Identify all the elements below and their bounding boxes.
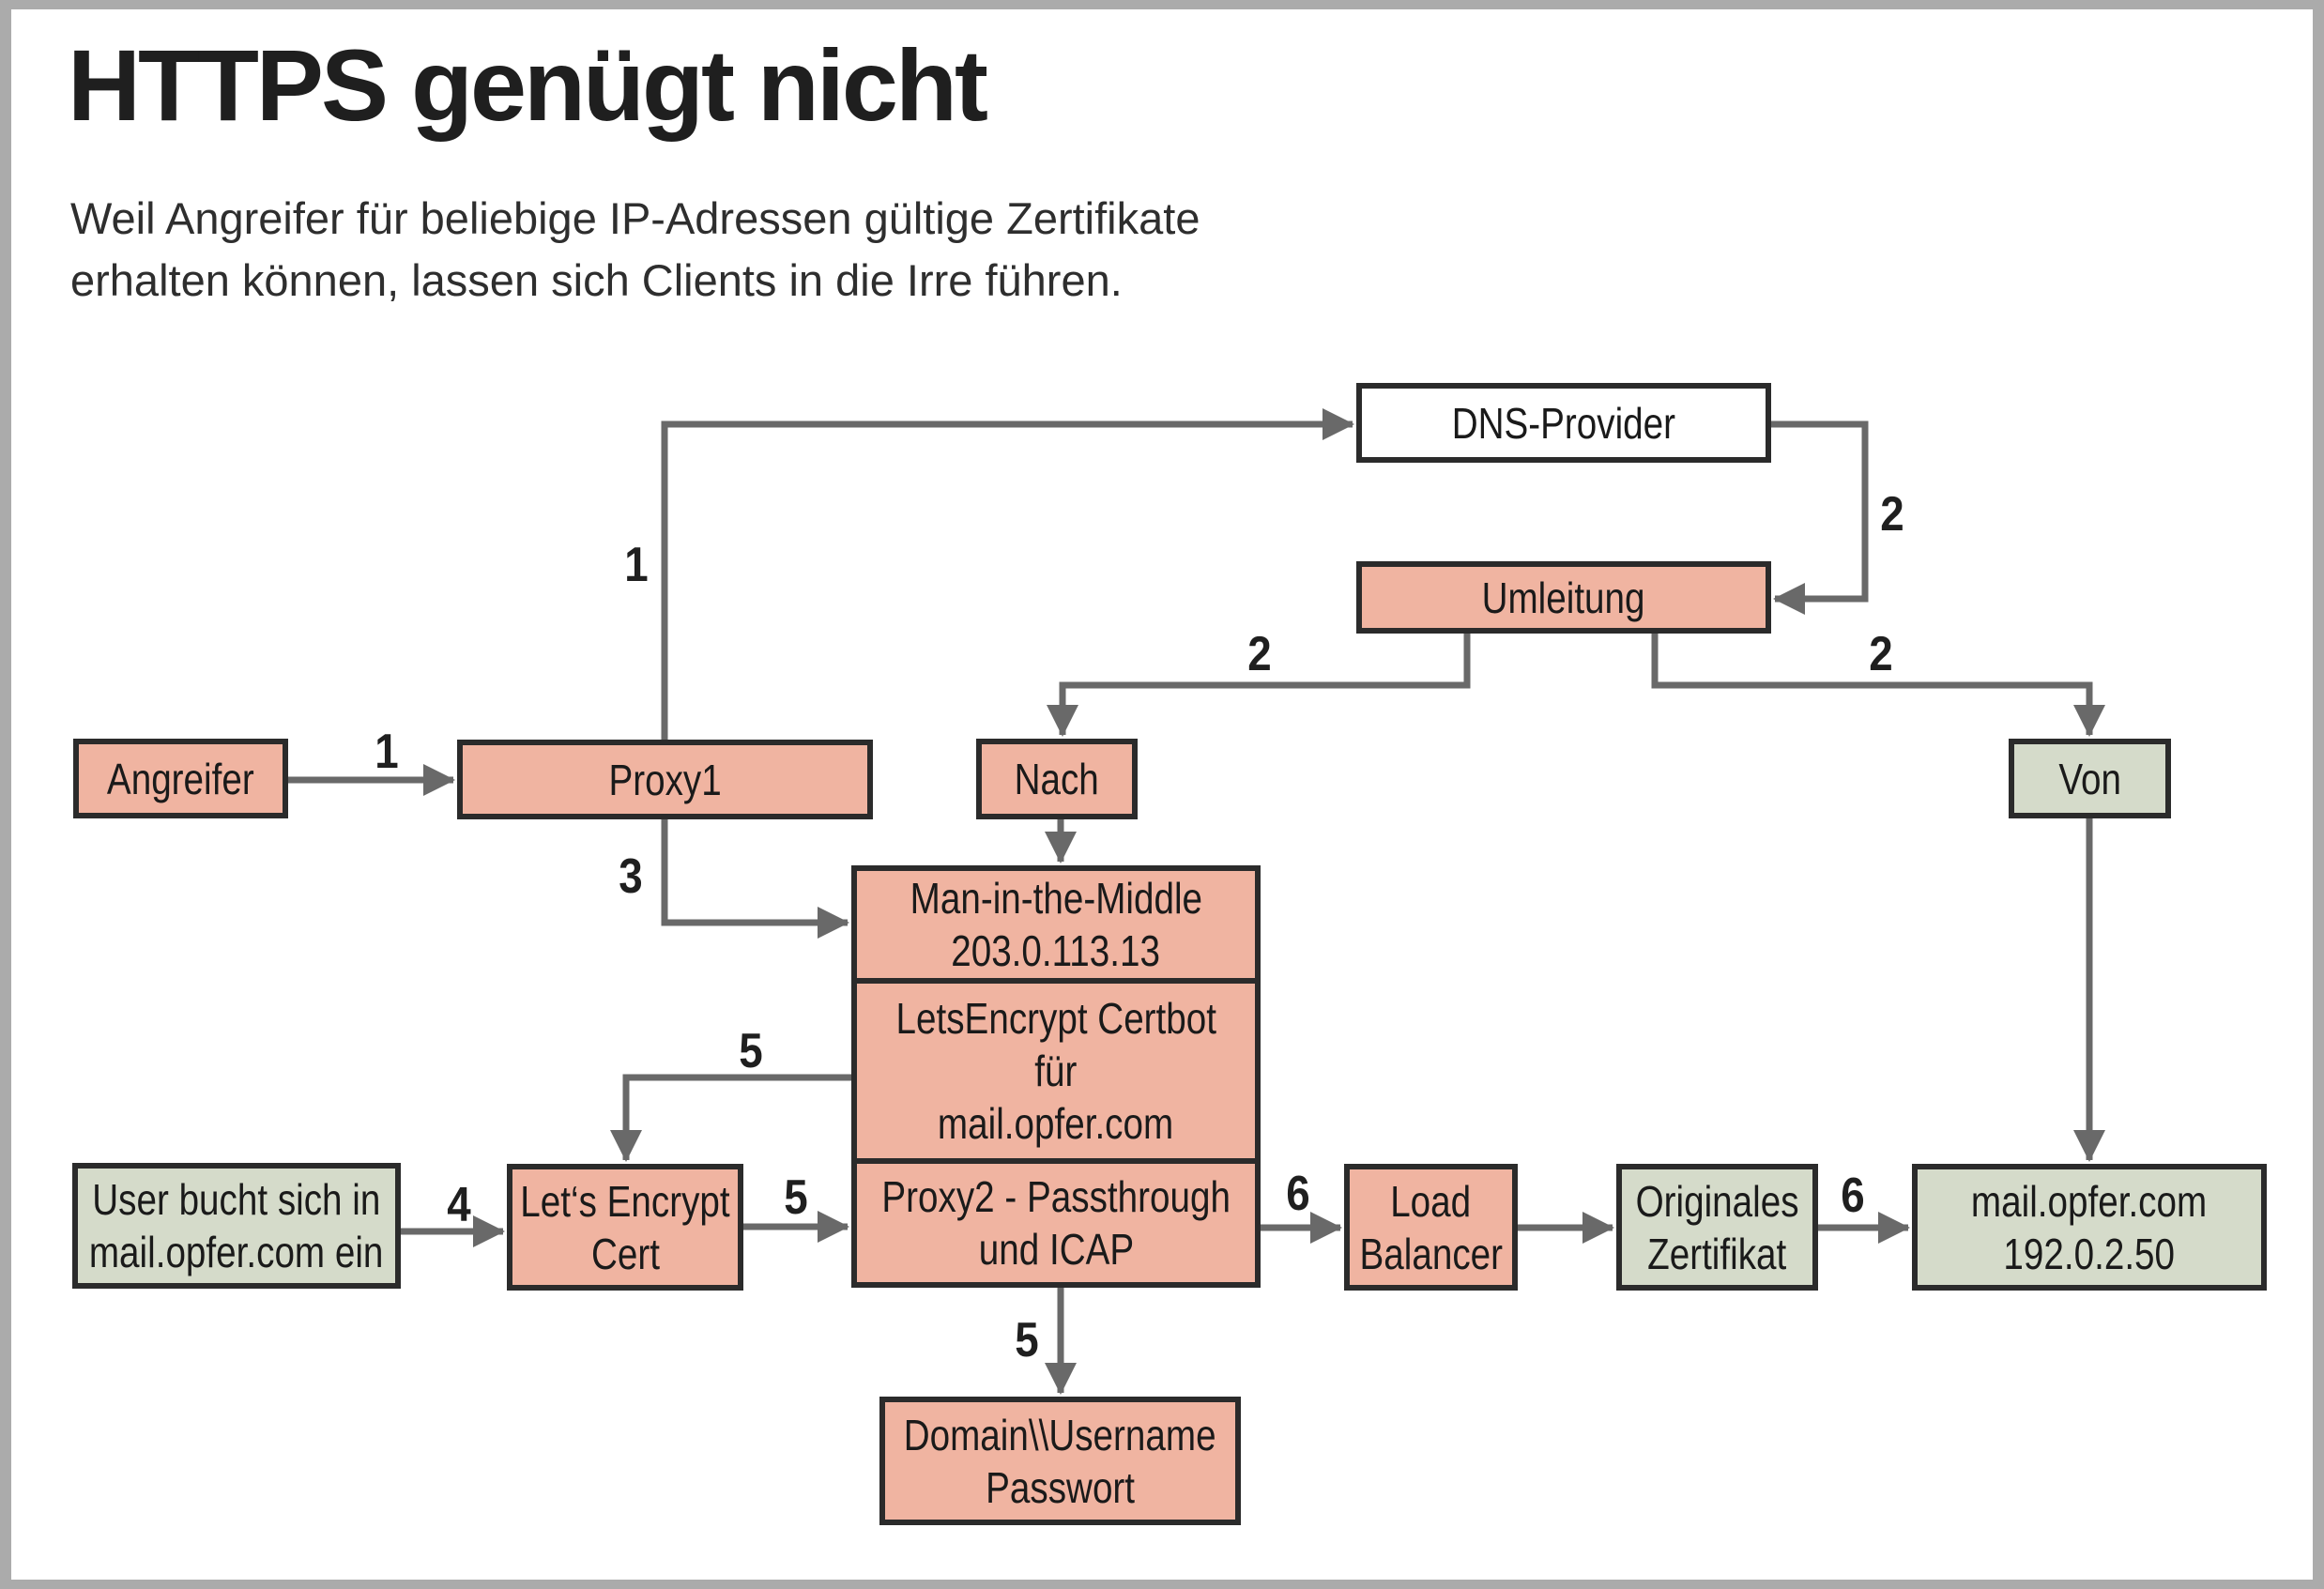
arrow-certbot-to-le-cert (610, 1074, 851, 1162)
box-man-in-the-middle: Man-in-the-Middle 203.0.113.13 (851, 865, 1261, 984)
box-label-line: Zertifikat (1647, 1229, 1787, 1278)
box-label-line: Cert (590, 1229, 660, 1278)
step-label-5-certbot: 5 (739, 1024, 763, 1078)
box-user-bucht: User bucht sich in mail.opfer.com ein (72, 1163, 401, 1289)
box-label-line: für (1034, 1047, 1078, 1095)
box-label: Angreifer (107, 754, 254, 803)
subtitle-line: erhalten können, lassen sich Clients in … (70, 255, 1123, 305)
box-proxy1: Proxy1 (457, 740, 873, 819)
step-label-6-mail: 6 (1841, 1169, 1865, 1223)
step-label-5-proxy2: 5 (784, 1170, 808, 1225)
box-nach: Nach (976, 739, 1138, 819)
box-label-line: mail.opfer.com (938, 1099, 1174, 1148)
box-load-balancer: Load Balancer (1344, 1164, 1518, 1291)
frame-border-right (2313, 0, 2324, 1589)
box-label-line: und ICAP (978, 1225, 1134, 1274)
frame-border-top (0, 0, 2324, 9)
step-label-2-von: 2 (1869, 627, 1893, 681)
step-label-2-umleitung: 2 (1880, 487, 1904, 542)
frame-border-left (0, 0, 11, 1589)
box-label: DNS-Provider (1451, 398, 1676, 448)
step-label-1-attacker: 1 (375, 725, 399, 779)
arrow-proxy1-to-dns-provider (661, 408, 1354, 741)
box-label-line: mail.opfer.com (1971, 1176, 2208, 1226)
box-mail-opfer: mail.opfer.com 192.0.2.50 (1912, 1164, 2267, 1291)
box-proxy2: Proxy2 - Passthrough und ICAP (851, 1158, 1261, 1288)
box-originales-zertifikat: Originales Zertifikat (1616, 1164, 1818, 1291)
step-label-3-mitm: 3 (619, 849, 643, 904)
box-label: Umleitung (1482, 573, 1645, 622)
box-letsencrypt-certbot: LetsEncrypt Certbot für mail.opfer.com (851, 978, 1261, 1164)
box-label-line: Proxy2 - Passthrough (881, 1172, 1231, 1221)
box-label-line: Load (1390, 1176, 1472, 1226)
box-lets-encrypt-cert: Let‘s Encrypt Cert (507, 1164, 743, 1291)
box-label-line: Originales (1635, 1176, 1799, 1226)
box-label-line: Passwort (986, 1462, 1135, 1512)
arrow-dns-provider-to-umleitung (1769, 420, 1869, 615)
step-label-5-passwort: 5 (1015, 1313, 1039, 1367)
page-subtitle: Weil Angreifer für beliebige IP-Adressen… (70, 188, 1200, 312)
box-von: Von (2009, 739, 2171, 818)
box-label-line: User bucht sich in (92, 1175, 381, 1224)
box-angreifer: Angreifer (73, 739, 288, 818)
box-label: Proxy1 (608, 755, 722, 804)
box-label-line: Let‘s Encrypt (520, 1176, 730, 1226)
step-label-4-lecert: 4 (447, 1178, 471, 1232)
subtitle-line: Weil Angreifer für beliebige IP-Adressen… (70, 193, 1200, 243)
box-domain-credentials: Domain\\Username Passwort (879, 1397, 1241, 1525)
box-label-line: mail.opfer.com ein (89, 1228, 384, 1276)
box-label-line: Domain\\Username (904, 1410, 1216, 1459)
step-label-2-nach: 2 (1247, 627, 1272, 681)
arrow-umleitung-to-von (1651, 632, 2105, 737)
box-label-line: 203.0.113.13 (951, 926, 1161, 975)
step-label-1-dns: 1 (624, 538, 649, 592)
box-label-line: LetsEncrypt Certbot (895, 994, 1216, 1043)
step-label-6-loadbalancer: 6 (1286, 1167, 1310, 1221)
page-title: HTTPS genügt nicht (68, 28, 988, 142)
box-label: Nach (1014, 755, 1100, 803)
box-dns-provider: DNS-Provider (1356, 383, 1771, 463)
arrow-umleitung-to-nach (1047, 632, 1471, 737)
box-label-line: 192.0.2.50 (2003, 1229, 2176, 1278)
box-label-line: Man-in-the-Middle (910, 874, 1202, 923)
box-label: Von (2058, 754, 2121, 803)
frame-border-bottom (0, 1580, 2324, 1589)
arrow-proxy1-to-mitm (661, 817, 849, 939)
box-label-line: Balancer (1359, 1229, 1503, 1278)
box-umleitung: Umleitung (1356, 561, 1771, 634)
